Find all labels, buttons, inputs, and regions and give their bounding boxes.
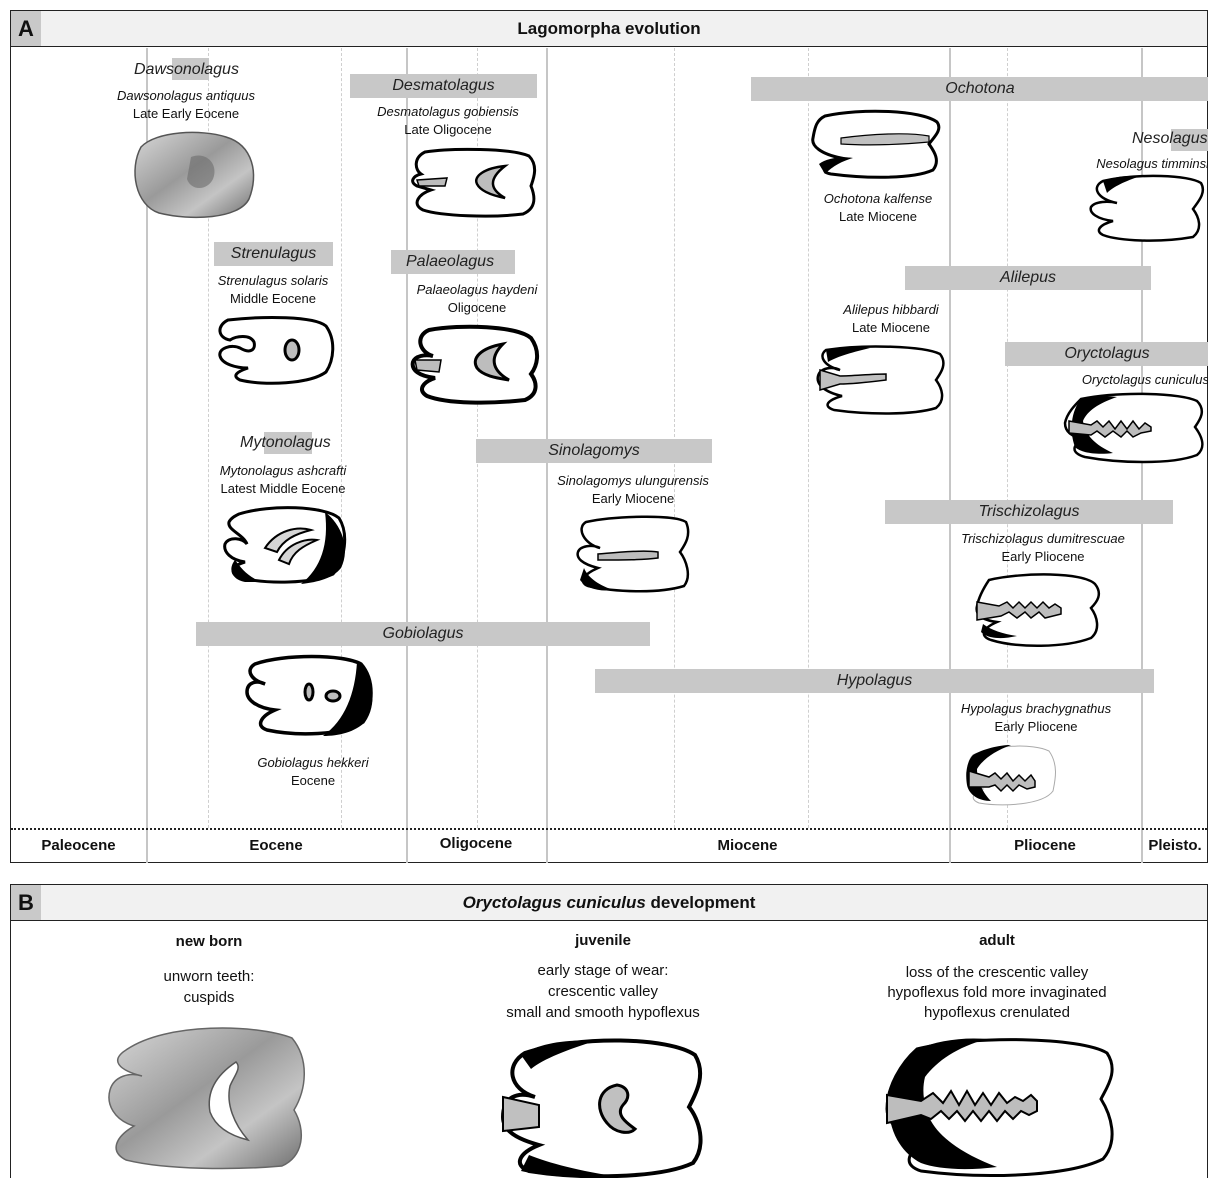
species-strenulagus: Strenulagus solaris [203,273,343,288]
range-bar-strenulagus: Strenulagus [214,242,333,266]
species-hypolagus: Hypolagus brachygnathus [947,701,1125,716]
age-alilepus: Late Miocene [821,320,961,335]
stage-juvenile-title: juvenile [503,932,703,949]
tooth-dawsonolagus-fossil [131,129,261,219]
tooth-sinolagomys [574,514,694,594]
subdivision-line [808,48,809,828]
genus-nesolagus: Nesolagus [1132,130,1208,148]
panel-a-lagomorpha-evolution: A Lagomorpha evolution Desmatolagus Ocho… [10,10,1208,863]
species-palaeolagus: Palaeolagus haydeni [405,282,549,297]
epoch-pleistocene: Pleisto. [1141,837,1208,854]
panel-a-header: A Lagomorpha evolution [11,11,1207,47]
stage-adult-title: adult [897,932,1097,949]
range-bar-hypolagus: Hypolagus [595,669,1154,693]
stage-newborn-title: new born [109,933,309,950]
panel-b-title-rest: development [646,893,756,912]
species-dawsonolagus: Dawsonolagus antiquus [105,88,267,103]
epoch-paleocene: Paleocene [11,837,146,854]
species-ochotona: Ochotona kalfense [808,191,948,206]
range-bar-trischizolagus: Trischizolagus [885,500,1173,524]
species-sinolagomys: Sinolagomys ulungurensis [543,473,723,488]
subdivision-line [674,48,675,828]
epoch-oligocene: Oligocene [406,835,546,852]
tooth-alilepus [814,344,949,416]
panel-b-title-species: Oryctolagus cuniculus [463,893,646,912]
stage-adult-line-1: loss of the crescentic valley [847,962,1147,983]
species-oryctolagus: Oryctolagus cuniculus [1059,372,1208,387]
boundary-miocene-pliocene [949,48,951,863]
stage-adult-line-3: hypoflexus crenulated [847,1002,1147,1023]
range-bar-alilepus: Alilepus [905,266,1151,290]
panel-b-header: B Oryctolagus cuniculus development [11,885,1207,921]
tooth-ochotona [811,108,946,180]
panel-a-title: Lagomorpha evolution [11,11,1207,46]
age-gobiolagus: Eocene [243,773,383,788]
panel-b-title: Oryctolagus cuniculus development [11,885,1207,920]
species-alilepus: Alilepus hibbardi [821,302,961,317]
species-nesolagus: Nesolagus timminsi [1073,156,1208,171]
range-bar-ochotona: Ochotona [751,77,1208,101]
tooth-newborn-fossil [106,1020,311,1170]
range-bar-desmatolagus: Desmatolagus [350,74,537,98]
range-bar-sinolagomys: Sinolagomys [476,439,712,463]
tooth-nesolagus [1089,173,1207,243]
stage-juvenile-line-2: crescentic valley [453,981,753,1002]
epoch-miocene: Miocene [546,837,949,854]
age-hypolagus: Early Pliocene [947,719,1125,734]
species-desmatolagus: Desmatolagus gobiensis [363,104,533,119]
age-mytonolagus: Latest Middle Eocene [203,481,363,496]
genus-mytonolagus: Mytonolagus [240,434,331,452]
tooth-juvenile [499,1035,707,1178]
genus-dawsonolagus: Dawsonolagus [134,61,239,79]
tooth-desmatolagus [411,146,541,218]
range-bar-palaeolagus: Palaeolagus [391,250,515,274]
species-trischizolagus: Trischizolagus dumitrescuae [948,531,1138,546]
tooth-adult [881,1035,1121,1178]
age-ochotona: Late Miocene [808,209,948,224]
tooth-trischizolagus [973,572,1103,648]
epoch-separator [11,828,1207,830]
tooth-gobiolagus [243,654,378,736]
species-mytonolagus: Mytonolagus ashcrafti [203,463,363,478]
tooth-oryctolagus [1061,391,1208,465]
range-bar-gobiolagus: Gobiolagus [196,622,650,646]
stage-newborn-line-2: cuspids [109,987,309,1008]
stage-adult-line-2: hypoflexus fold more invaginated [847,982,1147,1003]
species-gobiolagus: Gobiolagus hekkeri [243,755,383,770]
age-dawsonolagus: Late Early Eocene [105,106,267,121]
age-desmatolagus: Late Oligocene [363,122,533,137]
tooth-strenulagus [214,314,334,386]
stage-juvenile-line-1: early stage of wear: [453,960,753,981]
age-strenulagus: Middle Eocene [203,291,343,306]
age-sinolagomys: Early Miocene [543,491,723,506]
range-bar-oryctolagus: Oryctolagus [1005,342,1208,366]
stage-newborn-line-1: unworn teeth: [109,966,309,987]
panel-b-development: B Oryctolagus cuniculus development new … [10,884,1208,1178]
tooth-palaeolagus [411,324,541,404]
tooth-mytonolagus [221,504,349,584]
epoch-eocene: Eocene [146,837,406,854]
tooth-hypolagus [963,741,1063,811]
boundary-eocene-oligocene [406,48,408,863]
age-palaeolagus: Oligocene [405,300,549,315]
age-trischizolagus: Early Pliocene [948,549,1138,564]
epoch-pliocene: Pliocene [949,837,1141,854]
stage-juvenile-line-3: small and smooth hypoflexus [453,1002,753,1023]
